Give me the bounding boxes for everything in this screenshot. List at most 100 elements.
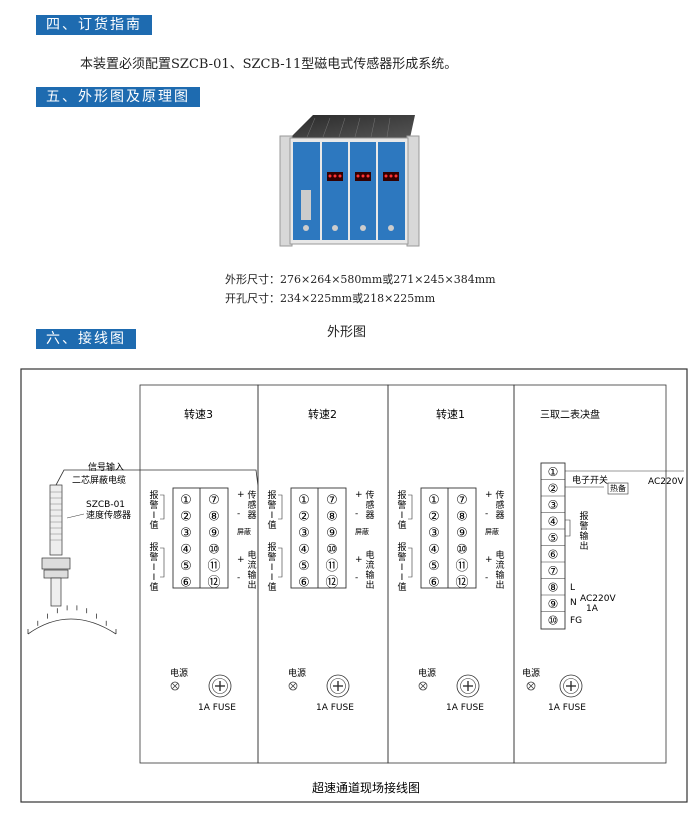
voter-terminal: ⑦ (548, 564, 559, 578)
device-photo (279, 115, 420, 247)
terminal: ⑪ (207, 559, 220, 574)
svg-text:流: 流 (495, 559, 504, 571)
fuse-label: 1A FUSE (198, 703, 236, 713)
shield-label: 屏蔽 (237, 527, 251, 536)
svg-text:警: 警 (579, 520, 588, 532)
terminal: ⑥ (180, 576, 192, 591)
terminal: ① (428, 493, 440, 508)
electronic-switch-label: 电子开关 (572, 474, 608, 486)
sensor-model-label: SZCB-01 (86, 500, 125, 510)
ac220v-bottom-label: AC220V (580, 594, 616, 604)
svg-text:警: 警 (397, 551, 406, 563)
svg-text:传: 传 (247, 489, 256, 501)
module-title: 转速1 (436, 407, 465, 421)
power-indicator-icon (170, 681, 180, 691)
terminal: ④ (298, 543, 310, 558)
fuse-label: 1A FUSE (316, 703, 354, 713)
svg-text:输: 输 (579, 530, 588, 542)
plus-sign: + (355, 490, 363, 500)
terminal: ⑩ (456, 543, 468, 558)
plus-sign: + (237, 490, 245, 500)
svg-text:电: 电 (495, 549, 504, 561)
svg-text:流: 流 (365, 559, 374, 571)
terminal: ③ (180, 526, 192, 541)
terminal: ⑨ (326, 526, 338, 541)
power-label: 电源 (288, 667, 306, 679)
fuse-icon (208, 674, 232, 698)
svg-text:感: 感 (247, 499, 256, 511)
sensor-label: 传感器 (495, 489, 504, 521)
plus-sign: + (485, 555, 493, 565)
svg-text:出: 出 (247, 579, 256, 591)
fuse-icon (326, 674, 350, 698)
FG-label: FG (570, 616, 582, 626)
svg-text:电: 电 (365, 549, 374, 561)
fuse-icon (559, 674, 583, 698)
cable-label: 二芯屏蔽电缆 (72, 474, 126, 486)
power-label: 电源 (522, 667, 540, 679)
svg-text:警: 警 (267, 551, 276, 563)
power-indicator-icon (288, 681, 298, 691)
svg-text:值: 值 (397, 581, 406, 593)
fuse-label: 1A FUSE (548, 703, 586, 713)
svg-text:I: I (271, 573, 274, 583)
sensor-label: 传感器 (365, 489, 374, 521)
fuse-label: 1A FUSE (446, 703, 484, 713)
terminal: ④ (180, 543, 192, 558)
svg-text:传: 传 (495, 489, 504, 501)
minus-sign: - (355, 509, 358, 519)
section-header-ordering: 四、订货指南 (36, 15, 152, 35)
minus-sign: - (355, 573, 358, 583)
terminal: ⑤ (180, 559, 192, 574)
terminal: ② (298, 510, 310, 525)
terminal: ① (298, 493, 310, 508)
svg-text:输: 输 (365, 569, 374, 581)
voter-terminal: ⑧ (548, 581, 559, 595)
svg-text:值: 值 (149, 581, 158, 593)
sensor-label: 传感器 (247, 489, 256, 521)
hot-backup-label: 热备 (610, 483, 626, 493)
diagram-frame (20, 368, 688, 803)
power-indicator-icon (526, 681, 536, 691)
terminal: ⑧ (326, 510, 338, 525)
wiring-caption: 超速通道现场接线图 (312, 780, 420, 795)
module-title: 转速2 (308, 407, 337, 421)
terminal: ⑩ (208, 543, 220, 558)
svg-text:I: I (271, 511, 274, 521)
terminal: ⑫ (325, 576, 338, 591)
terminal: ② (428, 510, 440, 525)
voter-terminal: ② (548, 482, 559, 496)
svg-text:I: I (271, 563, 274, 573)
terminal: ⑪ (455, 559, 468, 574)
power-label: 电源 (170, 667, 188, 679)
svg-text:I: I (401, 563, 404, 573)
svg-text:报: 报 (149, 541, 158, 553)
svg-text:I: I (153, 511, 156, 521)
svg-text:值: 值 (267, 519, 276, 531)
power-indicator-icon (418, 681, 428, 691)
voter-title: 三取二表决盘 (540, 408, 600, 421)
svg-text:出: 出 (495, 579, 504, 591)
cutout-dimensions: 开孔尺寸：234×225mm或218×225mm (225, 292, 436, 305)
svg-text:报: 报 (397, 489, 406, 501)
svg-text:器: 器 (365, 510, 374, 521)
outline-caption: 外形图 (327, 325, 367, 340)
voter-terminal: ⑤ (548, 531, 559, 545)
shield-label: 屏蔽 (355, 527, 369, 536)
svg-text:I: I (153, 563, 156, 573)
terminal: ⑫ (207, 576, 220, 591)
module-title: 转速3 (184, 407, 213, 421)
svg-text:警: 警 (267, 499, 276, 511)
svg-text:出: 出 (579, 540, 588, 552)
section-header-outline: 五、外形图及原理图 (36, 87, 200, 107)
minus-sign: - (485, 509, 488, 519)
plus-sign: + (237, 555, 245, 565)
